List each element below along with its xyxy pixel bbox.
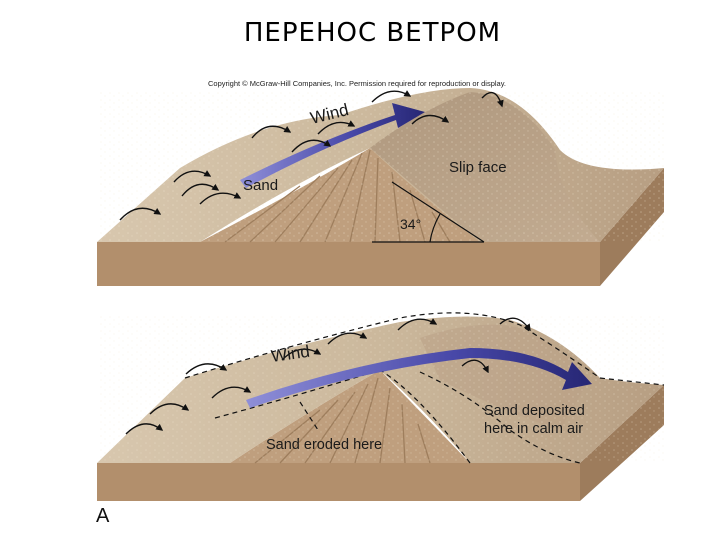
slip-face-label: Slip face: [449, 159, 507, 176]
curved-wind-arrow-icon: [281, 348, 322, 361]
curved-wind-arrow-icon: [397, 318, 438, 331]
curved-wind-arrow-icon: [125, 423, 164, 435]
curved-wind-arrow-icon: [411, 114, 450, 125]
curved-wind-arrow-icon: [251, 125, 292, 139]
bottom-curved-wind-arrow-icons: [125, 317, 531, 435]
top-block-front: [97, 242, 600, 286]
top-curved-wind-arrow-icons: [119, 90, 504, 221]
slide-title: ПЕРЕНОС ВЕТРОМ: [243, 18, 502, 48]
angle-label: 34°: [400, 216, 421, 232]
curved-wind-arrow-icon: [173, 170, 212, 183]
curved-wind-arrow-icon: [499, 317, 531, 332]
curved-wind-arrow-icon: [481, 91, 504, 108]
top-wind-arrow-icon: [240, 103, 425, 188]
top-sand-texture: [97, 90, 664, 242]
eroded-label: Sand eroded here: [266, 437, 382, 453]
curved-wind-arrow-icon: [185, 363, 228, 375]
bottom-wind-arrow-icon: [246, 348, 592, 408]
bottom-block-front: [97, 463, 580, 501]
bottom-sand-texture: [97, 315, 664, 463]
curved-wind-arrow-icon: [371, 90, 412, 103]
curved-wind-arrow-icon: [291, 139, 332, 153]
curved-wind-arrow-icon: [211, 386, 252, 399]
bottom-dune-block: Wind Sand deposited here in calm air San…: [97, 312, 665, 501]
curved-wind-arrow-icon: [181, 183, 220, 197]
curved-wind-arrow-icon: [317, 120, 356, 135]
deposited-label-line1: Sand deposited: [484, 403, 585, 419]
top-dune-block: Wind Sand Slip face 34°: [97, 88, 664, 286]
curved-wind-arrow-icon: [327, 332, 368, 345]
deposited-label-line2: here in calm air: [484, 421, 583, 437]
copyright-notice: Copyright © McGraw-Hill Companies, Inc. …: [208, 79, 506, 88]
curved-wind-arrow-icon: [149, 403, 190, 415]
panel-letter: A: [96, 505, 110, 527]
curved-wind-arrow-icon: [461, 359, 489, 374]
curved-wind-arrow-icon: [119, 207, 162, 221]
sand-label: Sand: [243, 177, 278, 194]
angle-marker: [372, 181, 485, 243]
curved-wind-arrow-icon: [199, 192, 242, 205]
